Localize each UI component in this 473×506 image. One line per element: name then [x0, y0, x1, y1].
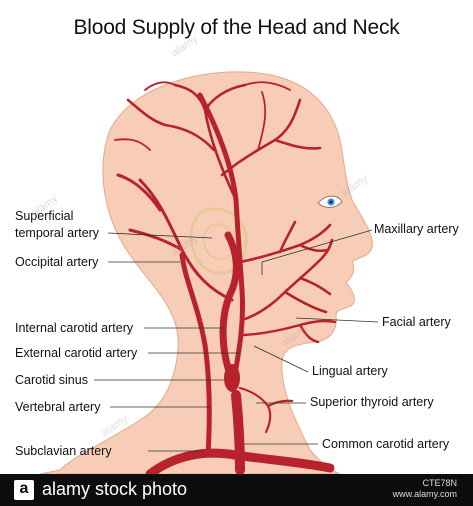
label-occipital-artery: Occipital artery	[15, 255, 99, 269]
footer-bar: a alamy stock photo CTE78N www.alamy.com	[0, 474, 473, 506]
label-facial-artery: Facial artery	[382, 315, 451, 329]
diagram-title: Blood Supply of the Head and Neck	[73, 16, 400, 39]
label-vertebral-artery: Vertebral artery	[15, 400, 101, 414]
label-superficial-temporal-line1: Superficial	[15, 209, 74, 223]
brand-logo-icon[interactable]: a	[14, 480, 34, 500]
leader-lines	[94, 229, 379, 452]
label-carotid-sinus: Carotid sinus	[15, 373, 88, 387]
label-subclavian-artery: Subclavian artery	[15, 444, 112, 458]
label-superficial-temporal-line2: temporal artery	[15, 226, 100, 240]
image-id-block: CTE78N www.alamy.com	[393, 478, 457, 500]
image-id: CTE78N	[422, 478, 457, 488]
common-carotid-artery-shape	[231, 390, 245, 475]
vertebral-artery-shape	[179, 252, 212, 458]
label-superior-thyroid-artery: Superior thyroid artery	[310, 395, 434, 409]
brand-name[interactable]: alamy stock photo	[42, 479, 188, 499]
head-silhouette	[39, 71, 373, 475]
site-url[interactable]: www.alamy.com	[392, 489, 457, 499]
external-carotid-artery-shape	[197, 92, 246, 371]
eye	[317, 195, 343, 208]
label-external-carotid-artery: External carotid artery	[15, 346, 138, 360]
label-common-carotid-artery: Common carotid artery	[322, 437, 450, 451]
arteries	[114, 81, 337, 479]
label-maxillary-artery: Maxillary artery	[374, 222, 459, 236]
label-lingual-artery: Lingual artery	[312, 364, 388, 378]
internal-carotid-artery-shape	[219, 231, 240, 372]
label-internal-carotid-artery: Internal carotid artery	[15, 321, 134, 335]
